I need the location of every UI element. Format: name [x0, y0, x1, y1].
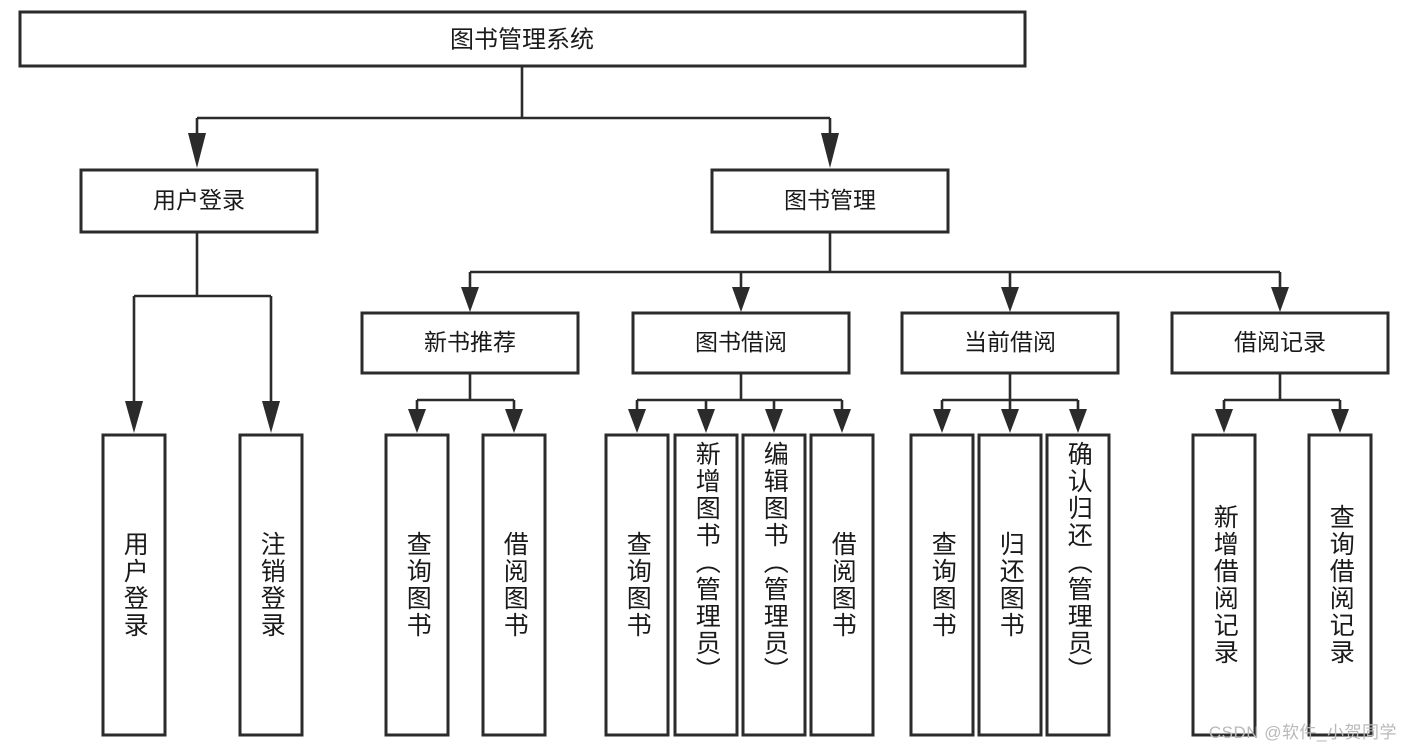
- leaf-group-book-borrow: [604, 433, 875, 737]
- arrow-cb-leaf-1: [933, 409, 951, 433]
- connector-group-current-borrow-to-leaves: [933, 373, 1087, 433]
- node-root-book-management-system[interactable]: 图书管理系统: [18, 10, 1027, 68]
- arrow-bb-leaf-3: [765, 409, 783, 433]
- connector-group-book-mgmt-to-level3: [461, 232, 1289, 312]
- connector-group-user-login-to-leaves: [125, 232, 280, 433]
- arrow-br-leaf-2: [1331, 409, 1349, 433]
- node-new-book-recommend-box[interactable]: [360, 311, 580, 375]
- arrow-br-leaf-1: [1215, 409, 1233, 433]
- node-root-label: 图书管理系统: [450, 26, 594, 53]
- arrow-bb-leaf-4: [833, 409, 851, 433]
- node-book-borrow-label: 图书借阅: [695, 329, 787, 355]
- leaf-box-logout[interactable]: [238, 433, 304, 737]
- leaf-box-user-login[interactable]: [101, 433, 167, 737]
- node-book-borrow-box[interactable]: [631, 311, 851, 375]
- leaf-box-bb-query-book[interactable]: [604, 433, 670, 737]
- node-user-login[interactable]: 用户登录: [79, 168, 319, 234]
- arrow-nbr-leaf-2: [505, 409, 523, 433]
- node-book-management-box[interactable]: [710, 168, 950, 234]
- leaf-group-borrow-record: [1191, 433, 1373, 737]
- node-new-book-recommend-label: 新书推荐: [424, 329, 516, 355]
- connector-group-book-borrow-to-leaves: [628, 373, 851, 433]
- leaf-box-bb-edit-book-admin[interactable]: [741, 433, 807, 737]
- connector-group-root-to-level2: [188, 66, 839, 168]
- arrow-bb-leaf-1: [628, 409, 646, 433]
- leaf-box-cb-confirm-return-admin[interactable]: [1045, 433, 1111, 737]
- arrow-root-to-book-mgmt: [821, 133, 839, 168]
- arrow-to-leaf-user-login: [125, 401, 143, 433]
- arrow-nbr-leaf-1: [408, 409, 426, 433]
- node-current-borrow-label: 当前借阅: [964, 329, 1056, 355]
- arrow-cb-leaf-3: [1069, 409, 1087, 433]
- node-root-box[interactable]: [18, 10, 1027, 68]
- arrow-to-borrow-record: [1271, 287, 1289, 312]
- node-borrow-record-box[interactable]: [1170, 311, 1390, 375]
- watermark: CSDN @软件_小贺同学: [1208, 723, 1397, 742]
- node-user-login-box[interactable]: [79, 168, 319, 234]
- leaf-box-nbr-query-book[interactable]: [384, 433, 450, 737]
- leaf-group-user-login: [101, 433, 304, 737]
- leaf-box-br-query-record[interactable]: [1307, 433, 1373, 737]
- arrow-root-to-user-login: [188, 133, 206, 168]
- node-new-book-recommend[interactable]: 新书推荐: [360, 311, 580, 375]
- connector-group-new-book-recommend-to-leaves: [408, 373, 523, 433]
- node-book-borrow[interactable]: 图书借阅: [631, 311, 851, 375]
- arrow-to-current-borrow: [1001, 287, 1019, 312]
- arrow-cb-leaf-2: [1001, 409, 1019, 433]
- node-current-borrow-box[interactable]: [900, 311, 1120, 375]
- leaf-box-cb-return-book[interactable]: [977, 433, 1043, 737]
- node-book-management-label: 图书管理: [784, 187, 876, 213]
- node-book-management[interactable]: 图书管理: [710, 168, 950, 234]
- node-user-login-label: 用户登录: [153, 187, 245, 213]
- leaf-box-nbr-borrow-book[interactable]: [481, 433, 547, 737]
- arrow-bb-leaf-2: [697, 409, 715, 433]
- connector-group-borrow-record-to-leaves: [1215, 373, 1349, 433]
- node-borrow-record[interactable]: 借阅记录: [1170, 311, 1390, 375]
- leaf-box-br-add-record[interactable]: [1191, 433, 1257, 737]
- leaf-group-current-borrow: [909, 433, 1111, 737]
- leaf-box-bb-add-book-admin[interactable]: [673, 433, 739, 737]
- arrow-to-new-book-recommend: [461, 287, 479, 312]
- node-borrow-record-label: 借阅记录: [1234, 329, 1326, 355]
- arrow-to-leaf-logout: [262, 401, 280, 433]
- arrow-to-book-borrow: [732, 287, 750, 312]
- leaf-box-bb-borrow-book[interactable]: [809, 433, 875, 737]
- node-current-borrow[interactable]: 当前借阅: [900, 311, 1120, 375]
- leaf-box-cb-query-book[interactable]: [909, 433, 975, 737]
- leaf-group-new-book-recommend: [384, 433, 547, 737]
